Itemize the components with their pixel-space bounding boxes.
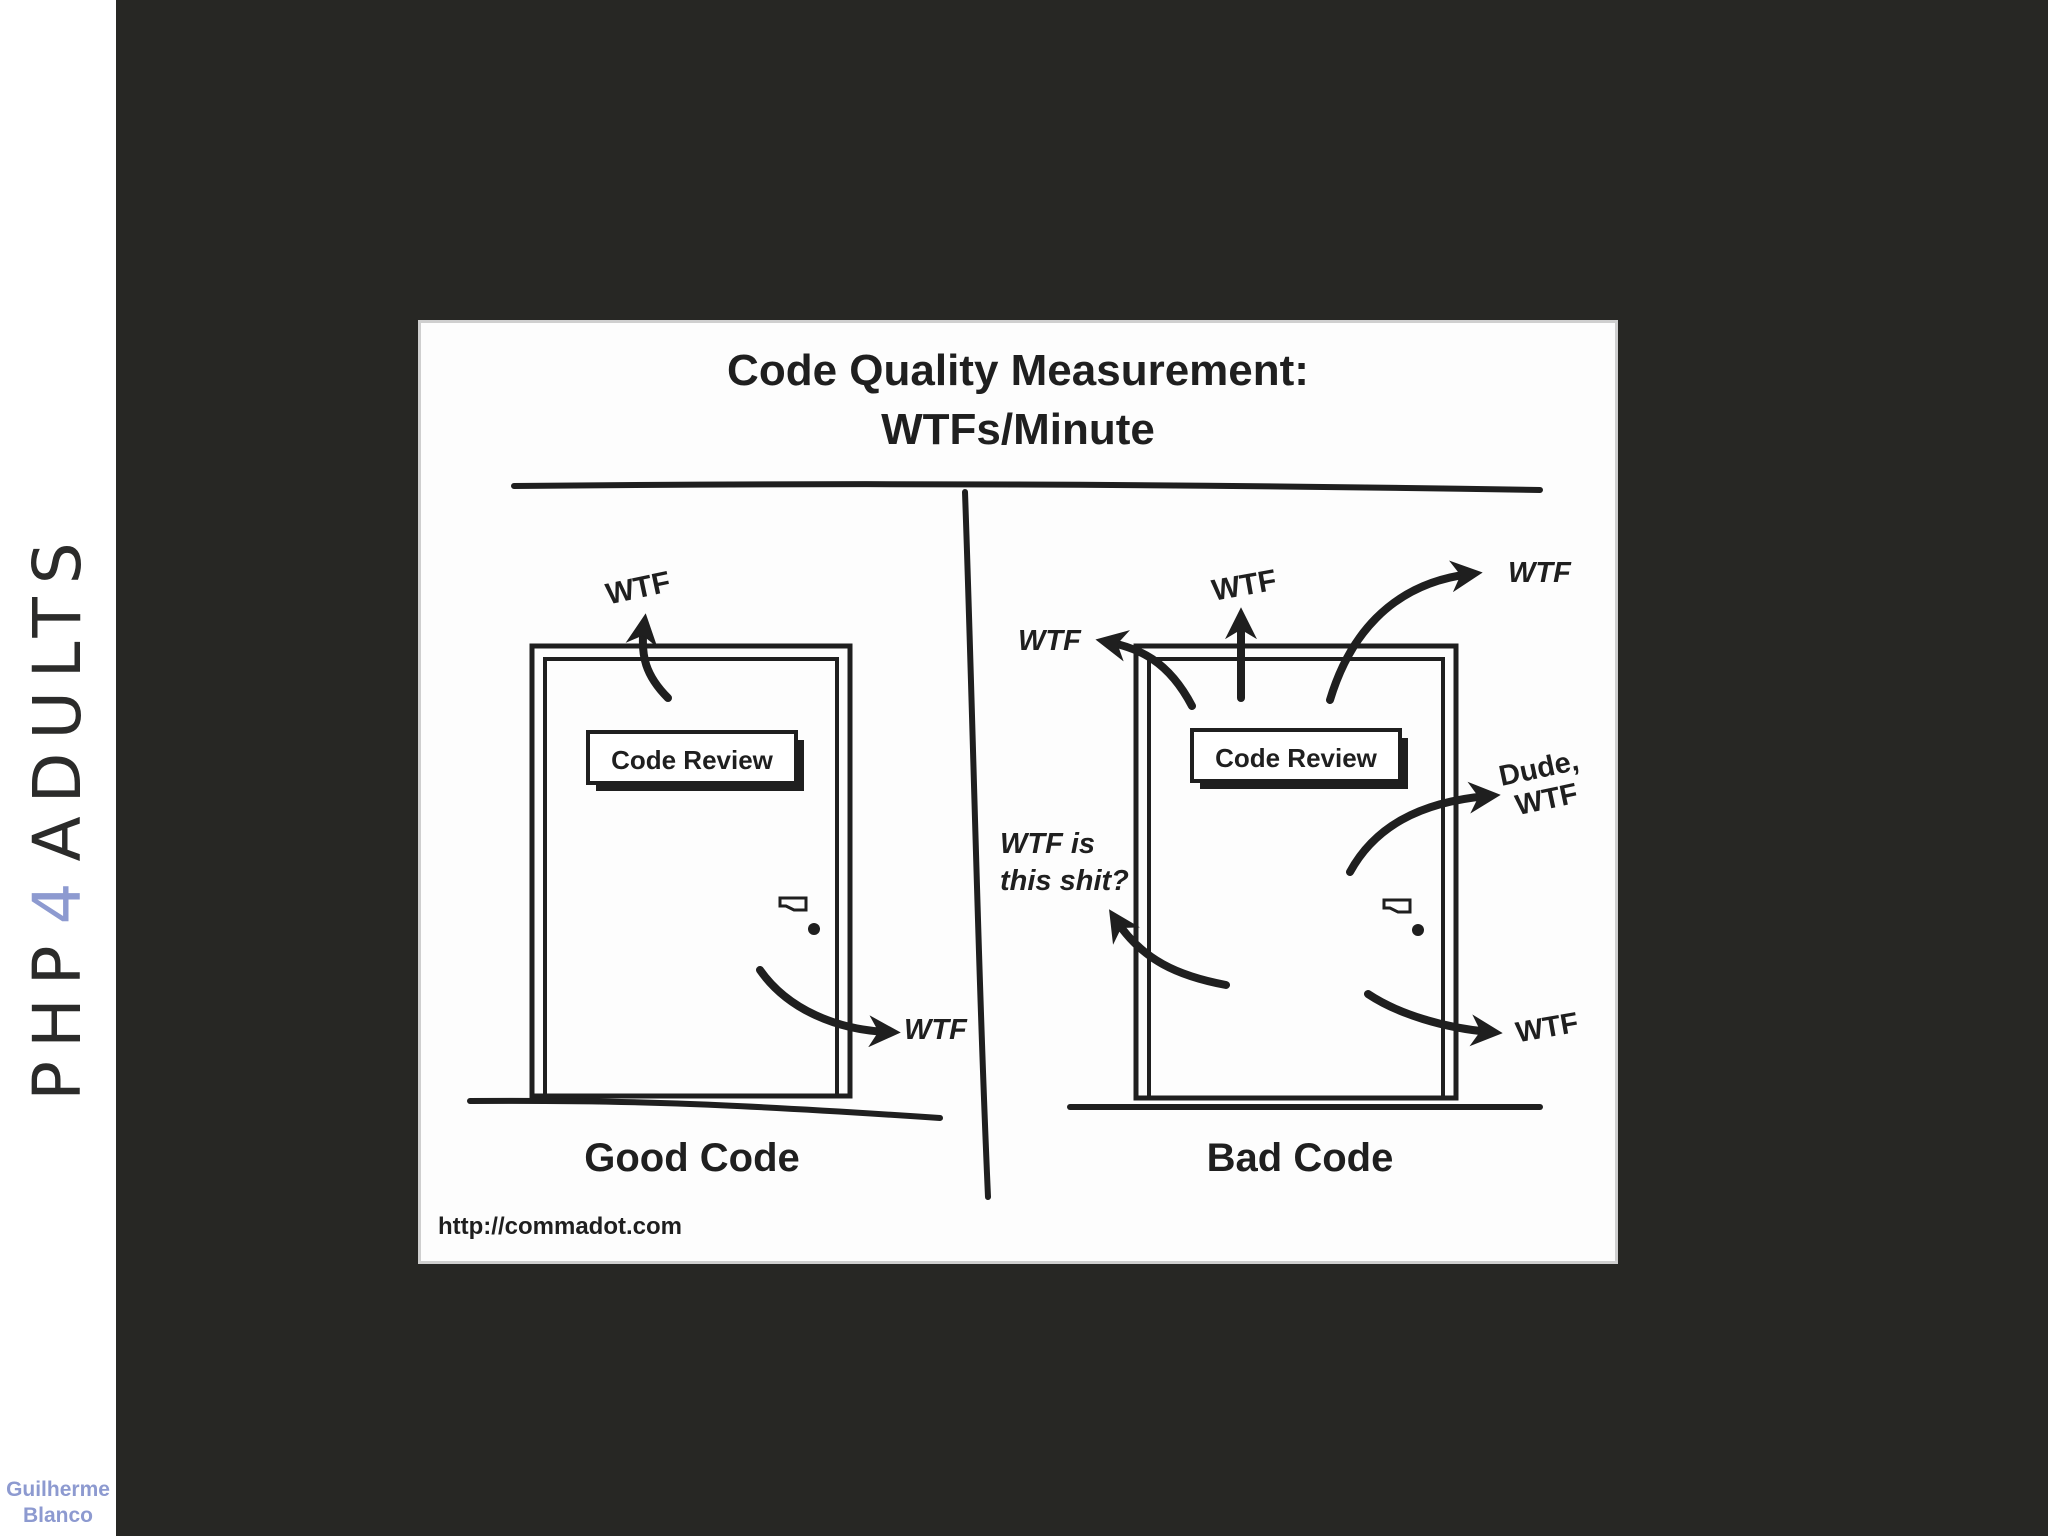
bad-code-is-line1: WTF is [1000,828,1095,860]
bad-code-wtf-left: WTF [1018,625,1082,657]
comic-credit: http://commadot.com [438,1213,682,1240]
wtf-comic-image: Code Quality Measurement: WTFs/Minute Co… [418,320,1618,1264]
author-name: Guilherme Blanco [0,1477,116,1529]
sidebar: PHP 4 ADULTS Guilherme Blanco [0,0,116,1536]
good-code-arrow-up [625,613,672,702]
brand-suffix: ADULTS [19,529,96,862]
author-first-name: Guilherme [6,1478,110,1501]
bad-code-arrow-left [1095,630,1196,710]
good-code-wtf-right: WTF [904,1014,968,1046]
comic-title-line1: Code Quality Measurement: [727,346,1309,395]
good-code-arrow-right [756,966,901,1048]
good-code-floor [467,1097,943,1121]
brand-prefix: PHP [19,932,96,1101]
bad-code-is-line2: this shit? [1000,865,1129,897]
author-last-name: Blanco [22,1504,93,1527]
panel-divider-line [962,489,991,1200]
good-code-sign: Code Review [586,730,804,791]
bad-code-arrow-bottomright [1364,990,1503,1047]
comic-title-line2: WTFs/Minute [881,405,1155,454]
good-code-door [529,643,853,1099]
good-code-caption: Good Code [584,1136,800,1180]
comic-drawing: Code Quality Measurement: WTFs/Minute Co… [418,320,1618,1264]
bad-code-arrow-topright [1326,560,1483,704]
title-divider-line [511,481,1543,493]
brand-title: PHP 4 ADULTS [19,529,96,1100]
bad-code-caption: Bad Code [1207,1136,1394,1180]
bad-code-arrow-dude [1346,781,1501,876]
bad-code-door [1133,643,1459,1101]
brand-number: 4 [19,869,96,925]
bad-code-sign-text: Code Review [1215,743,1378,773]
comic-panel [418,320,1618,1264]
bad-code-sign: Code Review [1190,728,1408,789]
bad-code-arrow-is [1109,909,1230,989]
good-code-sign-text: Code Review [611,745,774,775]
bad-code-dude-label: Dude, WTF [1496,745,1581,822]
bad-code-wtf-topright: WTF [1508,557,1572,589]
